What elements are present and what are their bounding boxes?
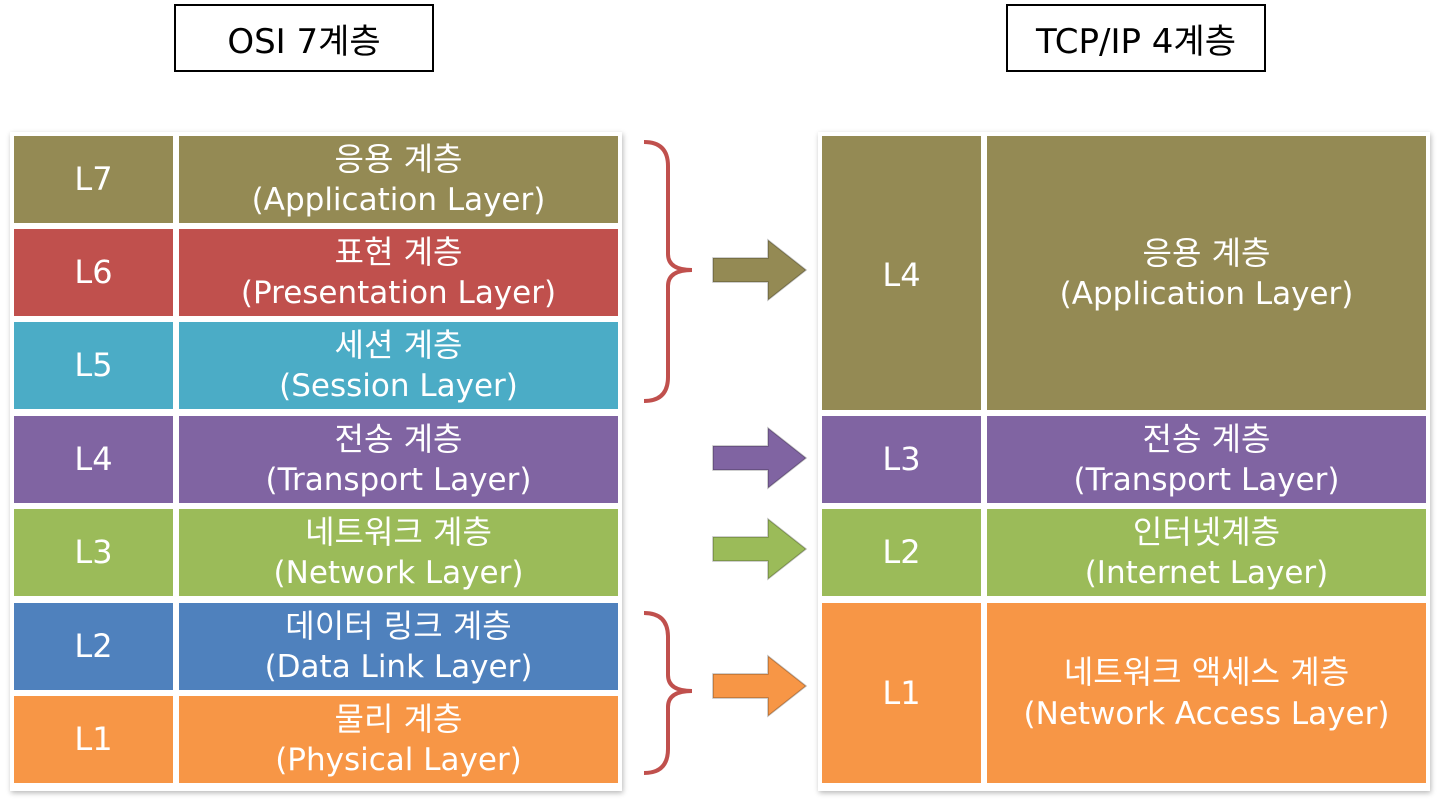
brace-connector: [643, 611, 693, 775]
right-arrow-icon: [712, 426, 808, 490]
layer-level-label: L7: [74, 160, 113, 199]
layer-level-label: L1: [74, 720, 113, 759]
osi-name-cell: 물리 계층 (Physical Layer): [179, 696, 618, 783]
layer-korean-name: 전송 계층: [334, 419, 463, 458]
layer-english-name: (Data Link Layer): [264, 649, 533, 686]
osi-name-cell: 전송 계층 (Transport Layer): [179, 416, 618, 503]
osi-name-cell: 표현 계층 (Presentation Layer): [179, 229, 618, 316]
layer-english-name: (Application Layer): [251, 182, 546, 219]
layer-korean-name: 표현 계층: [334, 232, 463, 271]
layer-english-name: (Network Access Layer): [1023, 695, 1390, 732]
layer-level-label: L4: [882, 256, 921, 294]
tcpip-name-cell: 네트워크 액세스 계층(Network Access Layer): [987, 603, 1426, 783]
layer-english-name: (Session Layer): [279, 368, 518, 405]
layer-level-label: L4: [74, 440, 113, 479]
layer-korean-name: 네트워크 액세스 계층: [1063, 653, 1350, 692]
tcpip-level-cell: L2: [822, 509, 981, 596]
tcpip-level-cell: L4: [822, 136, 981, 410]
layer-level-label: L1: [882, 673, 921, 712]
osi-name-cell: 네트워크 계층 (Network Layer): [179, 509, 618, 596]
layer-level-label: L6: [74, 253, 113, 292]
layer-level-label: L2: [74, 627, 113, 666]
osi-level-cell: L7: [14, 136, 173, 223]
tcpip-title: TCP/IP 4계층: [1006, 4, 1266, 72]
tcpip-level-cell: L3: [822, 416, 981, 503]
layer-english-name: (Transport Layer): [1073, 462, 1340, 499]
layer-english-name: (Network Layer): [273, 555, 524, 592]
osi-name-cell: 세션 계층 (Session Layer): [179, 322, 618, 409]
layer-korean-name: 네트워크 계층: [305, 512, 492, 551]
tcpip-name-cell: 인터넷계층 (Internet Layer): [987, 509, 1426, 596]
osi-layer-table: L7 응용 계층 (Application Layer) L6 표현 계층 (Presen…: [10, 132, 622, 791]
layer-korean-name: 응용 계층: [334, 139, 463, 178]
layer-english-name: (Transport Layer): [265, 462, 532, 499]
brace-connector: [643, 140, 693, 403]
layer-english-name: (Internet Layer): [1084, 555, 1329, 592]
layer-english-name: (Physical Layer): [275, 742, 522, 779]
layer-korean-name: 전송 계층: [1142, 419, 1271, 458]
right-arrow-icon: [712, 238, 808, 302]
osi-title: OSI 7계층: [174, 4, 434, 72]
layer-level-label: L2: [882, 533, 921, 572]
right-arrow-icon: [712, 517, 808, 581]
osi-level-cell: L6: [14, 229, 173, 316]
layer-korean-name: 응용 계층: [1142, 234, 1271, 272]
tcpip-layer-table: L4 응용 계층 (Application Layer) L3 전송 계층 (Transp…: [818, 132, 1430, 791]
osi-level-cell: L5: [14, 322, 173, 409]
layer-korean-name: 물리 계층: [334, 699, 463, 738]
layer-english-name: (Application Layer): [1059, 276, 1354, 313]
right-arrow-icon: [712, 654, 808, 718]
osi-level-cell: L2: [14, 603, 173, 690]
layer-korean-name: 인터넷계층: [1132, 512, 1281, 551]
osi-level-cell: L4: [14, 416, 173, 503]
layer-english-name: (Presentation Layer): [240, 275, 557, 312]
layer-level-label: L3: [74, 533, 113, 572]
layer-level-label: L5: [74, 346, 113, 385]
osi-name-cell: 데이터 링크 계층 (Data Link Layer): [179, 603, 618, 690]
tcpip-name-cell: 전송 계층 (Transport Layer): [987, 416, 1426, 503]
layer-level-label: L3: [882, 440, 921, 479]
osi-name-cell: 응용 계층 (Application Layer): [179, 136, 618, 223]
layer-korean-name: 데이터 링크 계층: [285, 606, 512, 645]
tcpip-name-cell: 응용 계층 (Application Layer): [987, 136, 1426, 410]
osi-level-cell: L1: [14, 696, 173, 783]
osi-level-cell: L3: [14, 509, 173, 596]
layer-korean-name: 세션 계층: [334, 325, 463, 364]
tcpip-level-cell: L1: [822, 603, 981, 783]
